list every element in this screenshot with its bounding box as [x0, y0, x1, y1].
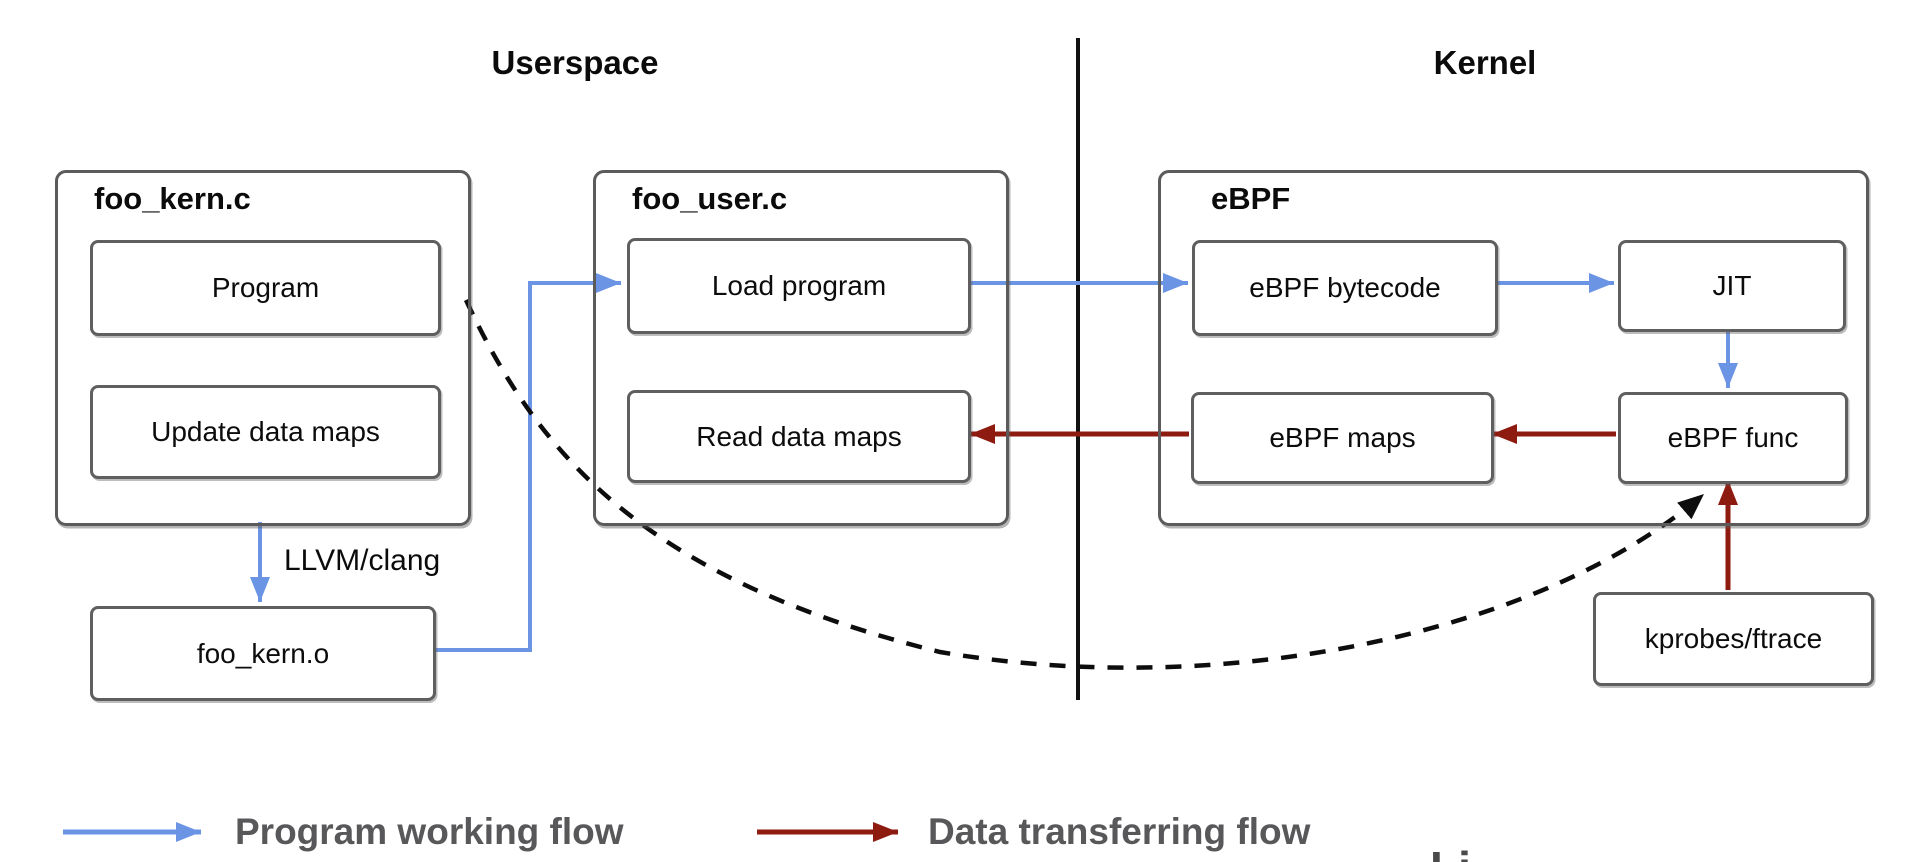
- node-update-data-maps: Update data maps: [90, 385, 441, 479]
- node-read-data-maps: Read data maps: [627, 390, 971, 483]
- node-load-program: Load program: [627, 238, 971, 334]
- group-foo-kern-c: foo_kern.c: [55, 170, 471, 526]
- group-ebpf-title: eBPF: [1211, 181, 1291, 216]
- node-kprobes-ftrace: kprobes/ftrace: [1593, 592, 1874, 686]
- legend-program-working-flow-label: Program working flow: [235, 811, 624, 852]
- dashed-attach-curve: [463, 299, 1706, 670]
- arrow-foo-kern-o-to-load-program: [432, 273, 621, 652]
- node-ebpf-bytecode: eBPF bytecode: [1192, 240, 1498, 336]
- group-foo-kern-c-title: foo_kern.c: [94, 181, 251, 216]
- userspace-title: Userspace: [491, 44, 659, 81]
- node-ebpf-maps: eBPF maps: [1191, 392, 1494, 484]
- node-program: Program: [90, 240, 441, 336]
- node-jit: JIT: [1618, 240, 1846, 332]
- llvm-clang-edge-label: LLVM/clang: [284, 544, 441, 577]
- node-foo-kern-o: foo_kern.o: [90, 606, 436, 701]
- group-foo-user-c-title: foo_user.c: [632, 181, 788, 216]
- legend-data-transferring-flow-label: Data transferring flow: [928, 811, 1311, 852]
- node-ebpf-func: eBPF func: [1618, 392, 1848, 484]
- kernel-title: Kernel: [1433, 44, 1537, 81]
- cropped-watermark-text: Li: [1430, 841, 1471, 862]
- group-ebpf: eBPF: [1158, 170, 1869, 526]
- group-foo-user-c: foo_user.c: [593, 170, 1009, 526]
